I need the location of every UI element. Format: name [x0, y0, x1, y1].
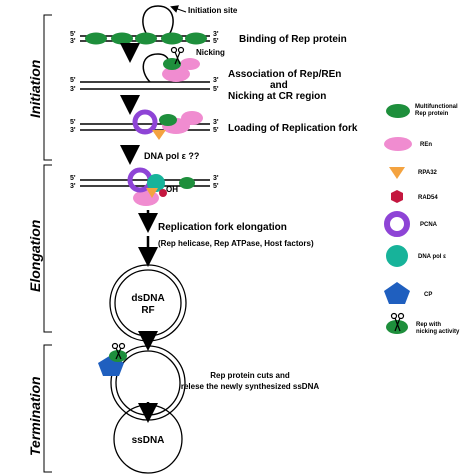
scissors-icon [390, 312, 405, 332]
legend-label-rpa32: RPA32 [418, 170, 438, 176]
ren-oval [181, 111, 203, 125]
svg-text:5': 5' [70, 119, 76, 126]
svg-text:ssDNA: ssDNA [132, 435, 165, 446]
rep-protein-oval [111, 32, 133, 45]
rpa32-triangle [152, 130, 166, 140]
ren-oval [180, 58, 200, 70]
initiation-site-label: Initiation site [188, 6, 238, 15]
termination-circle [98, 342, 186, 421]
legend-label-rep-nicking-2: nicking activity [416, 329, 460, 335]
svg-text:3': 3' [213, 175, 219, 182]
svg-text:5': 5' [213, 86, 219, 93]
svg-text:3': 3' [70, 127, 76, 134]
rep-protein-oval [185, 32, 207, 45]
rep-protein-oval [179, 177, 195, 189]
legend-label-rad54: RAD54 [418, 195, 438, 201]
svg-text:5': 5' [213, 127, 219, 134]
svg-text:3': 3' [213, 119, 219, 126]
pcna-ring [132, 109, 158, 135]
legend-label-pcna: PCNA [420, 222, 438, 228]
legend-label-dna-pol: DNA pol ε [418, 254, 446, 260]
legend-label-cp: CP [424, 292, 432, 298]
legend-icon-rpa32 [389, 167, 405, 179]
nicking-label: Nicking [196, 48, 225, 57]
svg-text:3': 3' [213, 31, 219, 38]
svg-text:5': 5' [70, 175, 76, 182]
step-label-elongation-1: Replication fork elongation [158, 222, 287, 233]
dna-pol-circle [147, 174, 165, 192]
hairpin-loop [142, 5, 174, 37]
oh-label: OH [166, 185, 178, 194]
dna-pol-label: DNA pol ε ?? [144, 151, 199, 161]
phase-label-initiation: Initiation [27, 60, 43, 118]
step-label-cut-1: Rep protein cuts and [210, 371, 290, 380]
legend-icon-dna-pol [386, 245, 408, 267]
legend-icon-ren [384, 137, 412, 151]
legend-label-rep-nicking-1: Rep with [416, 322, 441, 328]
svg-text:5': 5' [70, 77, 76, 84]
legend-label-ren: REn [420, 142, 432, 148]
step-label-binding: Binding of Rep protein [239, 34, 347, 45]
step-label-cut-2: relese the newly synthesized ssDNA [181, 382, 320, 391]
phase-label-termination: Termination [27, 376, 43, 456]
svg-text:5': 5' [70, 31, 76, 38]
step-fork: 5' 3' 3' 5' OH [70, 167, 219, 206]
rep-protein-oval [85, 32, 107, 45]
legend-icon-rad54 [391, 190, 403, 203]
step-label-loading: Loading of Replication fork [228, 123, 358, 134]
termination-bracket [43, 344, 52, 473]
step-label-association-1: Association of Rep/REn [228, 69, 341, 80]
dsdna-rf-circle: dsDNA RF [109, 264, 187, 342]
scissors-icon [170, 46, 185, 65]
step-binding: 5' 3' 3' 5' Initiation site Binding of R… [70, 5, 347, 45]
rpa32-triangle [146, 188, 158, 198]
rep-protein-oval [135, 32, 157, 45]
initiation-bracket [43, 14, 52, 161]
svg-text:3': 3' [70, 38, 76, 45]
svg-text:RF: RF [141, 305, 154, 316]
rep-protein-oval [159, 114, 177, 126]
step-label-association-3: Nicking at CR region [228, 91, 326, 102]
legend-icon-cp [384, 282, 410, 304]
svg-text:5': 5' [213, 38, 219, 45]
ssdna-circle: ssDNA [113, 404, 183, 474]
phase-label-elongation: Elongation [27, 220, 43, 292]
svg-text:5': 5' [213, 183, 219, 190]
rep-protein-oval [161, 32, 183, 45]
ren-oval [162, 66, 190, 82]
step-label-elongation-2: (Rep helicase, Rep ATPase, Host factors) [158, 239, 314, 248]
rad54-hexagon [159, 189, 167, 197]
step-loading: 5' 3' 3' 5' Loading of Replication fork [70, 109, 358, 140]
scissors-icon [111, 342, 126, 360]
svg-text:3': 3' [70, 86, 76, 93]
elongation-bracket [43, 164, 52, 333]
svg-text:dsDNA: dsDNA [131, 293, 164, 304]
step-association: 5' 3' 3' 5' Nicking Association of Rep/R… [70, 46, 341, 102]
svg-text:3': 3' [213, 77, 219, 84]
initiation-site-arrow [170, 5, 187, 13]
step-label-association-2: and [270, 80, 288, 91]
svg-text:3': 3' [70, 183, 76, 190]
legend-icon-pcna [384, 211, 410, 237]
legend-icon-rep-protein [386, 104, 410, 118]
